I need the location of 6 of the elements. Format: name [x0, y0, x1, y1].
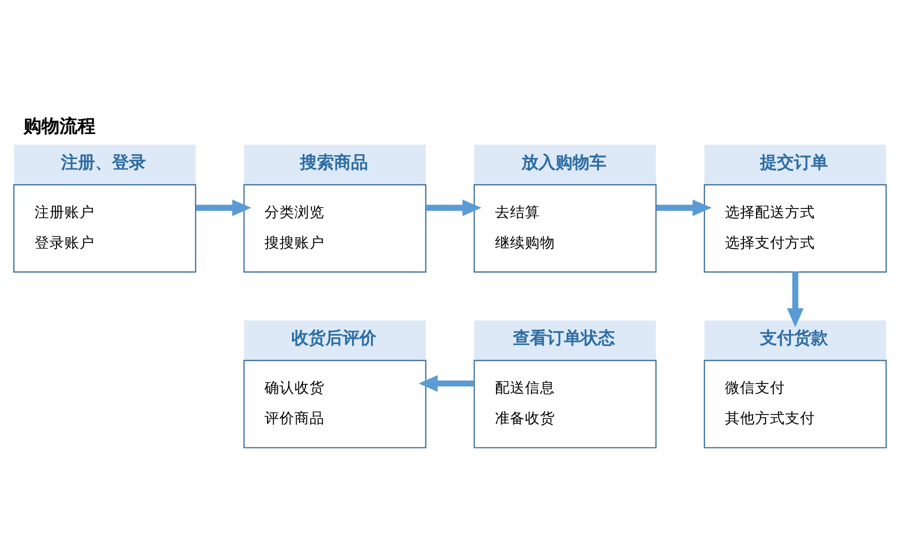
arrow	[656, 198, 712, 216]
arrow	[418, 374, 474, 392]
diagram-title: 购物流程	[23, 116, 96, 137]
arrow	[195, 198, 251, 216]
arrow	[786, 271, 804, 327]
arrow	[426, 198, 481, 216]
